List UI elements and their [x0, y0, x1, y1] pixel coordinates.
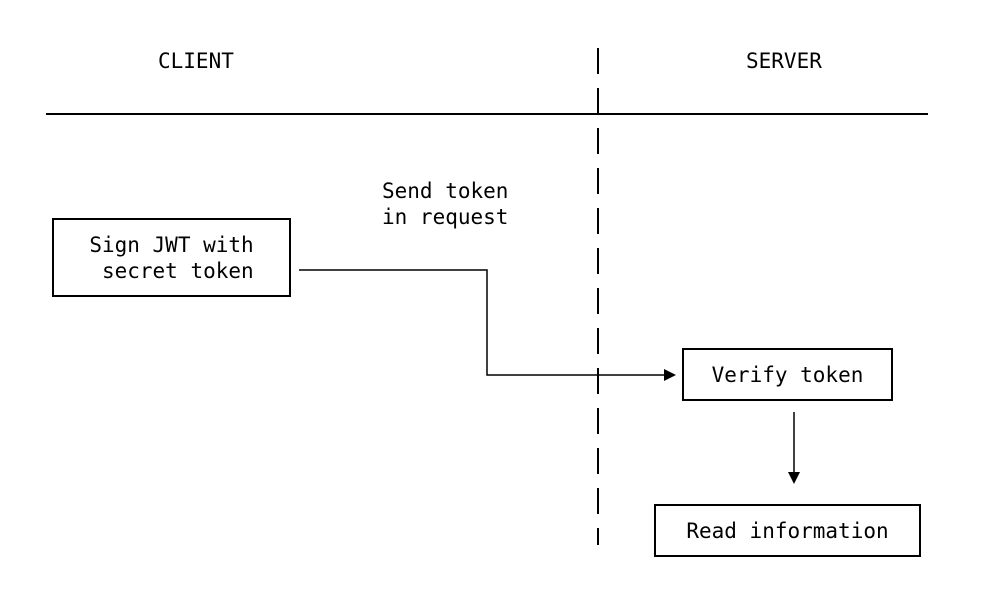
send-token-arrowhead	[664, 369, 676, 381]
verify-to-read-arrowhead	[788, 472, 800, 484]
server-lane-title: SERVER	[746, 49, 822, 73]
header-separator	[46, 113, 928, 115]
client-lane-title: CLIENT	[158, 49, 234, 73]
verify-token-node-label: Verify token	[711, 362, 864, 387]
read-information-node-label: Read information	[686, 518, 889, 543]
send-token-label-line1: Send token	[382, 179, 509, 203]
read-information-node: Read information	[654, 504, 921, 557]
sign-jwt-node: Sign JWT with secret token	[52, 218, 291, 297]
send-token-label-line2: in request	[382, 205, 509, 229]
verify-token-node: Verify token	[682, 348, 893, 401]
send-token-connector	[299, 269, 664, 376]
sign-jwt-node-line2: secret token	[89, 258, 254, 283]
sign-jwt-node-line1: Sign JWT with	[89, 232, 254, 257]
